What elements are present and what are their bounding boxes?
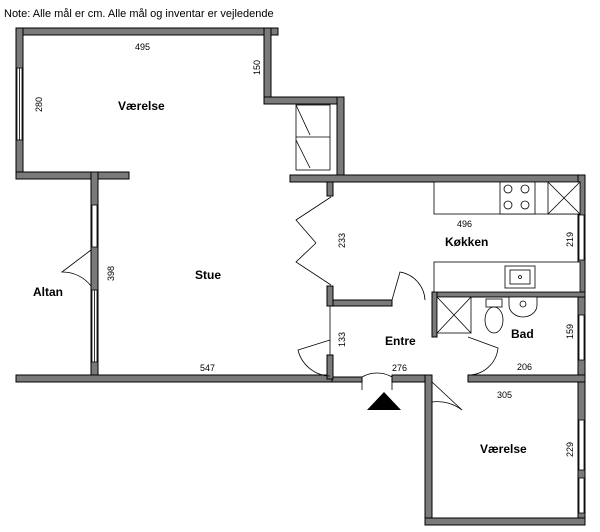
dimension-label: 280 <box>34 97 44 112</box>
room-label-bad: Bad <box>511 327 534 341</box>
room-label-stue: Stue <box>195 268 221 282</box>
windows <box>16 67 585 514</box>
room-label-kokken: Køkken <box>445 235 488 249</box>
room-label-vaerelse-bottom: Værelse <box>480 442 527 456</box>
dimension-label: 229 <box>565 442 575 457</box>
dimension-label: 219 <box>565 232 575 247</box>
dimension-label: 495 <box>135 42 150 52</box>
dimension-label: 133 <box>337 332 347 347</box>
dimension-label: 150 <box>252 60 262 75</box>
dimension-label: 233 <box>337 233 347 248</box>
room-label-altan: Altan <box>33 285 63 299</box>
dimension-label: 496 <box>457 219 472 229</box>
toilet-icon <box>484 298 504 334</box>
dimension-label: 206 <box>517 362 532 372</box>
doors <box>60 196 499 411</box>
room-label-vaerelse-top: Værelse <box>118 99 165 113</box>
dimension-label: 305 <box>497 390 512 400</box>
dimension-label: 398 <box>106 266 116 281</box>
dimension-label: 547 <box>200 363 215 373</box>
kitchen-fixtures <box>433 181 581 293</box>
entrance-arrow-icon <box>367 392 401 410</box>
plan-note: Note: Alle mål er cm. Alle mål og invent… <box>4 8 274 20</box>
wardrobe <box>295 104 331 171</box>
dimension-label: 276 <box>392 363 407 373</box>
bath-fixtures <box>436 296 538 334</box>
room-label-entre: Entre <box>385 334 416 348</box>
dimension-label: 159 <box>565 324 575 339</box>
